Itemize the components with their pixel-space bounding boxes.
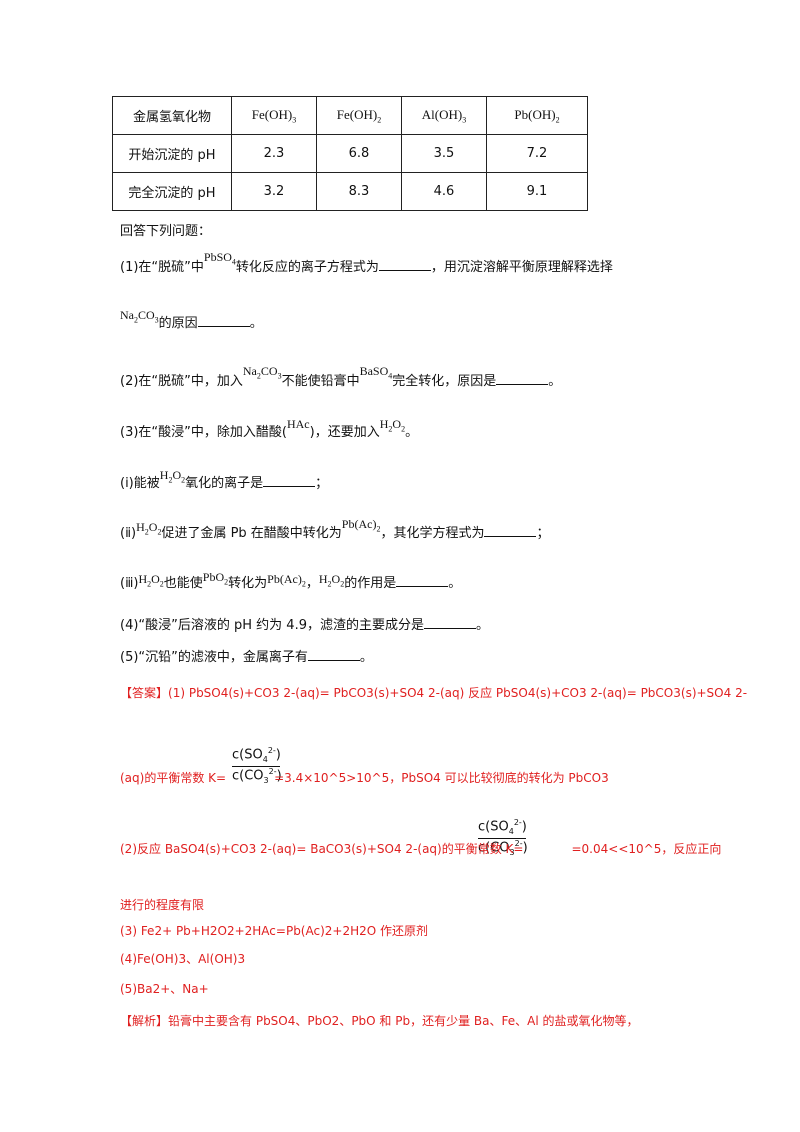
answer-1: 【答案】(1) PbSO4(s)+CO3 2-(aq)= PbCO3(s)+SO… <box>120 686 748 700</box>
table-cell: 3.2 <box>231 172 317 211</box>
answer-label: 【答案】 <box>120 686 169 700</box>
table-cell: 2.3 <box>231 134 317 173</box>
intro-text: 回答下列问题： <box>120 224 212 239</box>
hydroxide-ph-table: 金属氢氧化物 Fe(OH)3 Fe(OH)2 Al(OH)3 Pb(OH)2 开… <box>112 96 588 211</box>
table-cell: 9.1 <box>486 172 588 211</box>
answer-1-cont: (aq)的平衡常数 K==3.4×10^5>10^5，PbSO4 可以比较彻底的… <box>120 771 609 785</box>
question-3-ii: (ⅱ)H2O2促进了金属 Pb 在醋酸中转化为Pb(Ac)2，其化学方程式为； <box>120 517 550 541</box>
question-3: (3)在“酸浸”中，除加入醋酸(HAc)，还要加入H2O2。 <box>120 417 419 440</box>
header-cell: Fe(OH)3 <box>231 96 317 135</box>
header-cell: Fe(OH)2 <box>316 96 402 135</box>
fraction-numerator: c(SO42-) <box>478 818 527 836</box>
answer-2: (2)反应 BaSO4(s)+CO3 2-(aq)= BaCO3(s)+SO4 … <box>120 842 722 856</box>
table-cell: 3.5 <box>401 134 487 173</box>
answer-3: (3) Fe2+ Pb+H2O2+2HAc=Pb(Ac)2+2H2O 作还原剂 <box>120 924 429 938</box>
question-1: (1)在“脱硫”中PbSO4转化反应的离子方程式为，用沉淀溶解平衡原理解释选择 <box>120 250 613 275</box>
question-2: (2)在“脱硫”中，加入Na2CO3不能使铅膏中BaSO4完全转化，原因是。 <box>120 364 562 389</box>
fraction-numerator: c(SO42-) <box>232 746 281 764</box>
question-1-cont: Na2CO3的原因。 <box>120 308 263 331</box>
fraction-bar <box>478 838 526 839</box>
header-cell: Pb(OH)2 <box>486 96 588 135</box>
question-4: (4)“酸浸”后溶液的 pH 约为 4.9，滤渣的主要成分是。 <box>120 618 489 633</box>
question-3-i: (ⅰ)能被H2O2氧化的离子是； <box>120 468 329 491</box>
fraction-bar <box>232 766 280 767</box>
answer-4: (4)Fe(OH)3、Al(OH)3 <box>120 952 246 966</box>
fraction-denominator: c(CO32-) <box>478 839 528 857</box>
header-cell: 金属氢氧化物 <box>112 96 232 135</box>
header-cell: Al(OH)3 <box>401 96 487 135</box>
answer-2-cont: 进行的程度有限 <box>120 898 205 912</box>
analysis: 【解析】铅膏中主要含有 PbSO4、PbO2、PbO 和 Pb，还有少量 Ba、… <box>120 1014 639 1028</box>
answer-5: (5)Ba2+、Na+ <box>120 982 209 996</box>
table-cell: 8.3 <box>316 172 402 211</box>
table-cell: 4.6 <box>401 172 487 211</box>
question-3-iii: (ⅲ)H2O2也能使PbO2转化为Pb(Ac)2，H2O2的作用是。 <box>120 570 462 591</box>
table-cell: 6.8 <box>316 134 402 173</box>
fraction-denominator: c(CO32-) <box>232 767 282 785</box>
row-label: 开始沉淀的 pH <box>112 134 232 173</box>
table-cell: 7.2 <box>486 134 588 173</box>
row-label: 完全沉淀的 pH <box>112 172 232 211</box>
analysis-label: 【解析】 <box>120 1014 169 1028</box>
question-5: (5)“沉铅”的滤液中，金属离子有。 <box>120 650 373 665</box>
